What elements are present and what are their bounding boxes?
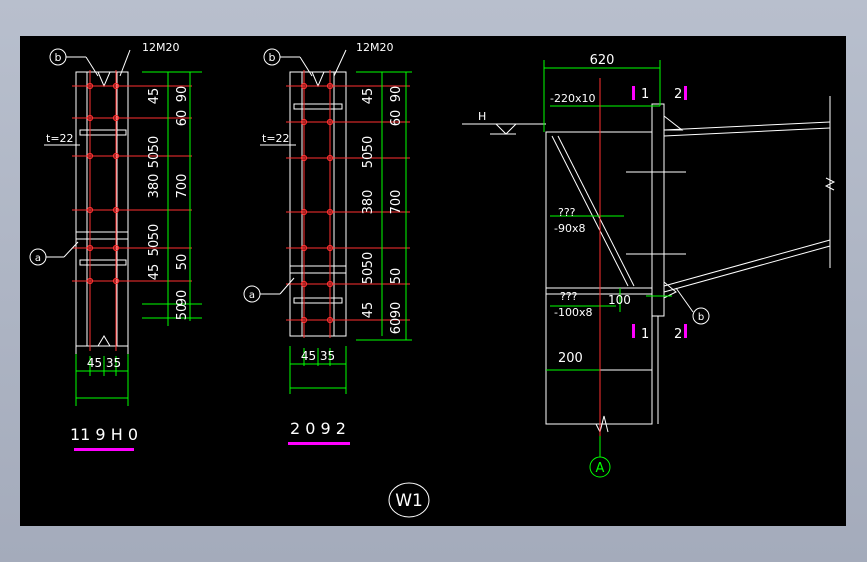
middle-title: 2 0 9 2 (290, 419, 346, 438)
middle-detail-vdim-4: 50 (361, 152, 376, 169)
stiffener-question: ??? (558, 206, 576, 219)
middle-detail-vdim-11: 90 (389, 302, 404, 319)
stiffener-label: -90x8 (554, 222, 585, 235)
left-endplate (75, 71, 129, 347)
middle-bolts-label: 12M20 (356, 41, 394, 54)
plate-bottom-question: ??? (560, 290, 578, 303)
left-detail-vdim-8: 50 (147, 240, 162, 257)
beam-top-flange (663, 121, 831, 131)
dim-200: 200 (558, 351, 583, 366)
right-dimension-lines (543, 60, 672, 478)
middle-horizontal-dims: 45 35 (301, 349, 335, 363)
middle-endplate (289, 71, 347, 337)
dim-100: 100 (608, 293, 631, 307)
left-detail (75, 71, 129, 361)
left-detail-vdim-0: 45 (147, 88, 162, 105)
left-bolts (86, 82, 120, 285)
left-callout-b: b (55, 51, 62, 64)
left-plate-label: t=22 (46, 132, 74, 145)
column-section (545, 131, 653, 425)
left-detail-vdim-10: 45 (147, 264, 162, 281)
elevation-label: H (478, 110, 486, 123)
middle-detail-vdim-10: 45 (361, 302, 376, 319)
section-mark-2-bottom: 2 (674, 327, 682, 342)
axis-a-label: A (596, 461, 605, 476)
section-marks (632, 86, 687, 338)
left-detail-vdim-2: 60 (175, 110, 190, 127)
section-mark-1-top: 1 (641, 87, 649, 102)
left-detail-vdim-12: 50 (175, 304, 190, 321)
left-detail-vdim-3: 50 (147, 136, 162, 153)
sheet-label: W1 (395, 491, 423, 511)
left-detail-vdim-11: 90 (175, 290, 190, 307)
left-detail-vdim-7: 50 (147, 224, 162, 241)
right-detail (462, 96, 836, 434)
middle-detail-vdim-2: 60 (389, 110, 404, 127)
beam-bottom-flange (663, 239, 831, 287)
left-detail-vdim-9: 50 (175, 254, 190, 271)
left-detail-vdim-4: 50 (147, 152, 162, 169)
left-dimension-lines (75, 71, 202, 406)
middle-detail-vdim-5: 380 (361, 190, 376, 215)
middle-detail-vdim-12: 60 (389, 318, 404, 335)
left-callout-a: a (35, 253, 41, 264)
sheet-label-circle (388, 482, 430, 518)
left-callouts (29, 48, 131, 266)
plate-top-label: -220x10 (550, 92, 595, 105)
dim-620: 620 (590, 53, 615, 68)
right-callout-b: b (698, 312, 704, 323)
left-bolts-label: 12M20 (142, 41, 180, 54)
middle-callouts (243, 48, 347, 303)
middle-detail (289, 71, 347, 337)
middle-detail-vdim-1: 90 (389, 86, 404, 103)
middle-detail-vdim-9: 50 (389, 268, 404, 285)
section-mark-1-bottom: 1 (641, 327, 649, 342)
middle-title-underline (288, 442, 350, 445)
middle-detail-vdim-3: 50 (361, 136, 376, 153)
middle-detail-vdim-7: 50 (361, 252, 376, 269)
plate-bottom-label: -100x8 (554, 306, 592, 319)
right-callout-b-circle (692, 307, 710, 325)
middle-callout-a: a (249, 290, 255, 301)
middle-bolts (300, 82, 334, 324)
middle-dimension-lines (289, 71, 412, 394)
middle-plate-label: t=22 (262, 132, 290, 145)
left-title-underline (74, 448, 134, 451)
middle-callout-b: b (269, 51, 276, 64)
middle-detail-vdim-8: 50 (361, 268, 376, 285)
endplate (651, 103, 665, 317)
right-callouts (675, 287, 710, 325)
left-bolt-lines (72, 70, 192, 351)
cad-drawing: b 12M20 t=22 a 45 35 11 9 H 0 4590605050… (29, 41, 836, 518)
left-title: 11 9 H 0 (70, 425, 138, 444)
left-horizontal-dims: 45 35 (87, 356, 121, 370)
left-detail-vdim-6: 700 (175, 174, 190, 199)
middle-detail-vdim-0: 45 (361, 88, 376, 105)
left-detail-vdim-5: 380 (147, 174, 162, 199)
middle-detail-vdim-6: 700 (389, 190, 404, 215)
left-detail-vdim-1: 90 (175, 86, 190, 103)
section-mark-2-top: 2 (674, 87, 682, 102)
